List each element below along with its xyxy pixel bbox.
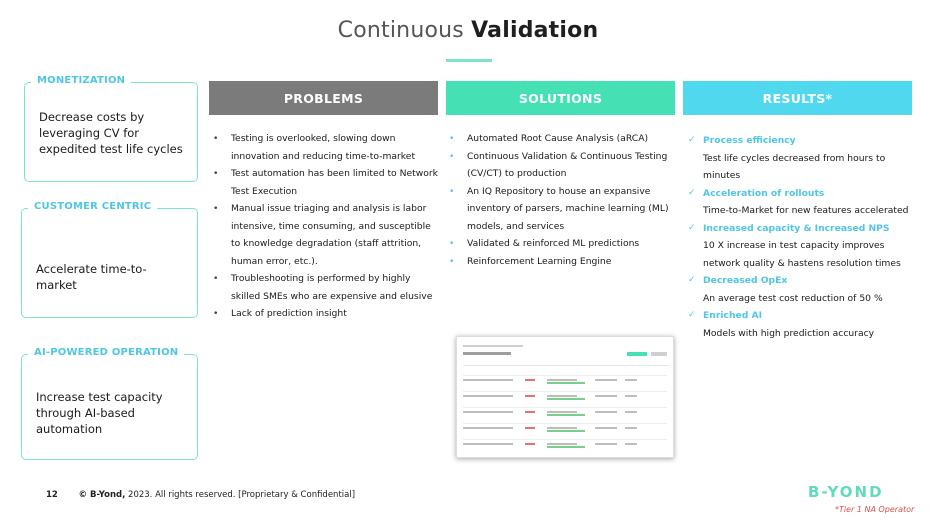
list-item: Continuous Validation & Continuous Testi… — [446, 148, 678, 183]
list-item: Testing is overlooked, slowing down inno… — [210, 130, 442, 165]
copyright-brand: © B-Yond, — [78, 490, 126, 500]
result-detail: 10 X increase in test capacity improves … — [703, 240, 901, 269]
list-item: Decreased OpEx An average test cost reduc… — [685, 272, 913, 307]
results-header: RESULTS* — [683, 81, 912, 115]
list-item: Validated & reinforced ML predictions — [446, 235, 678, 253]
result-heading: Acceleration of rollouts — [703, 187, 825, 199]
list-item: Increased capacity & Increased NPS 10 X i… — [685, 220, 913, 273]
list-item: An IQ Repository to house an expansive i… — [446, 183, 678, 236]
callout-monetization: MONETIZATION Decrease costs by leveragin… — [24, 75, 198, 182]
list-item: Manual issue triaging and analysis is la… — [210, 200, 442, 270]
callout-body: Decrease costs by leveraging CV for expe… — [39, 110, 183, 156]
solutions-header-label: SOLUTIONS — [518, 90, 603, 106]
page-number: 12 — [46, 490, 58, 500]
solutions-list: Automated Root Cause Analysis (aRCA) Con… — [446, 130, 678, 270]
result-heading: Increased capacity & Increased NPS — [703, 222, 890, 234]
result-detail: Test life cycles decreased from hours to… — [703, 152, 886, 182]
results-header-label: RESULTS* — [762, 90, 833, 106]
callout-body: Increase test capacity through AI-based … — [36, 390, 163, 436]
title-bold: Validation — [471, 18, 599, 43]
list-item: Automated Root Cause Analysis (aRCA) — [446, 130, 678, 148]
callout-tag: MONETIZATION — [31, 75, 132, 86]
result-detail: Models with high prediction accuracy — [703, 327, 875, 339]
list-item: Reinforcement Learning Engine — [446, 253, 678, 271]
result-heading: Decreased OpEx — [703, 275, 788, 286]
result-heading: Enriched AI — [703, 310, 763, 321]
list-item: Troubleshooting is performed by highly s… — [210, 270, 442, 305]
title-regular: Continuous — [337, 18, 464, 43]
problems-header: PROBLEMS — [209, 81, 438, 115]
callout-customer-centric: CUSTOMER CENTRIC Accelerate time-to-mark… — [21, 201, 198, 318]
list-item: Lack of prediction insight — [210, 305, 442, 323]
footnote: *Tier 1 NA Operator — [835, 505, 915, 514]
callout-body: Accelerate time-to-market — [36, 262, 147, 292]
product-screenshot-thumbnail — [456, 336, 674, 458]
problems-list: Testing is overlooked, slowing down inno… — [210, 130, 442, 323]
problems-header-label: PROBLEMS — [283, 90, 364, 106]
result-detail: An average test cost reduction of 50 % — [703, 292, 883, 304]
footer: 12 © B-Yond, 2023. All rights reserved. … — [46, 490, 355, 500]
list-item: Enriched AI Models with high prediction a… — [685, 307, 913, 342]
result-heading: Process efficiency — [703, 135, 796, 146]
list-item: Test automation has been limited to Netw… — [210, 165, 442, 200]
result-detail: Time-to-Market for new features accelera… — [703, 205, 909, 216]
callout-ai-powered-operation: AI-POWERED OPERATION Increase test capac… — [21, 347, 198, 460]
title-underline — [446, 59, 492, 62]
b-yond-logo: B-YOND — [808, 483, 884, 501]
solutions-header: SOLUTIONS — [446, 81, 675, 115]
slide-title: Continuous Validation — [0, 18, 936, 43]
callout-tag: AI-POWERED OPERATION — [28, 347, 185, 358]
callout-tag: CUSTOMER CENTRIC — [28, 201, 158, 212]
copyright-text: 2023. All rights reserved. [Proprietary … — [128, 490, 356, 500]
